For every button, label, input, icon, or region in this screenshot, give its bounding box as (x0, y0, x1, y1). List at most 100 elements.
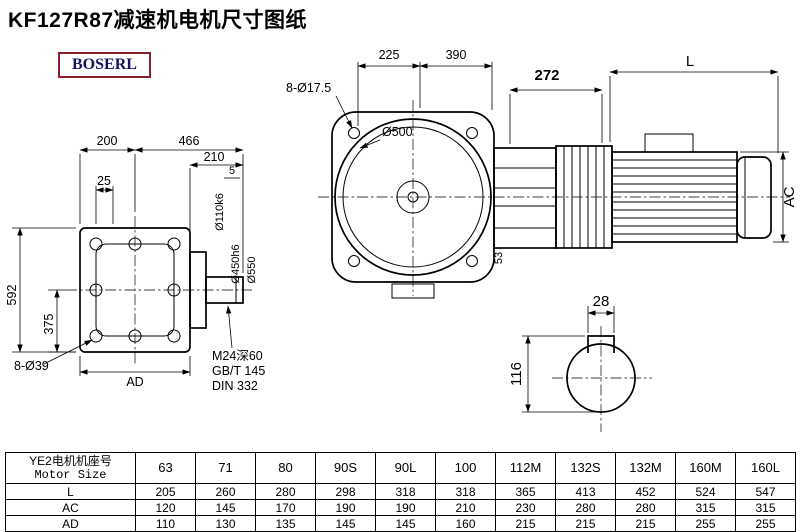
table-cell: 135 (255, 515, 316, 532)
dim-ac: AC (781, 186, 798, 207)
table-cell: 190 (315, 499, 376, 516)
table-cell: 255 (735, 515, 796, 532)
shaft-circle (566, 343, 636, 413)
frame-size: 160M (675, 452, 736, 484)
table-cell: 298 (315, 483, 376, 500)
dim-116: 116 (508, 362, 525, 386)
table-cell: 280 (615, 499, 676, 516)
dim-592: 592 (5, 285, 19, 306)
side-view-dimension-lines (335, 62, 789, 243)
standard-din: DIN 332 (212, 379, 258, 393)
frame-size: 112M (495, 452, 556, 484)
hub-circle (396, 180, 430, 214)
table-cell: 413 (555, 483, 616, 500)
terminal-box (644, 133, 694, 153)
motor-size-header-en: Motor Size (34, 468, 107, 482)
table-cell: 170 (255, 499, 316, 516)
brand-logo: BOSERL (58, 52, 151, 78)
table-cell: 260 (195, 483, 256, 500)
motor-size-header-cn: YE2电机机座号 (29, 454, 112, 468)
dim-53: 53 (493, 252, 505, 264)
table-cell: 110 (135, 515, 196, 532)
table-cell: 230 (495, 499, 556, 516)
dim-dia-500: Ø500 (382, 125, 413, 139)
dim-466: 466 (179, 134, 200, 148)
table-cell: 160 (435, 515, 496, 532)
table-cell: 210 (435, 499, 496, 516)
output-shaft (205, 276, 244, 304)
dim-5: 5 (229, 165, 235, 177)
bolt-holes-front (89, 237, 181, 343)
dim-flange-dia: Ø550 (246, 257, 258, 284)
dim-225: 225 (379, 48, 400, 62)
gearbox-face-plate (95, 243, 175, 337)
dim-holes-175: 8-Ø17.5 (286, 81, 331, 95)
left-view: 200 466 210 5 25 592 375 8-Ø39 AD Ø110k6… (5, 134, 265, 393)
bolt-holes-side (348, 127, 478, 267)
left-view-centerlines (66, 216, 252, 364)
dim-shaft-dia: Ø110k6 (214, 193, 226, 231)
tap-spec: M24深60 (212, 349, 263, 363)
dim-25: 25 (97, 174, 111, 188)
dim-L: L (686, 53, 694, 70)
table-cell: 318 (435, 483, 496, 500)
page-title: KF127R87减速机电机尺寸图纸 (8, 9, 308, 32)
motor-fins (612, 159, 737, 235)
row-label: AC (5, 499, 136, 516)
dim-272: 272 (534, 67, 559, 84)
frame-size: 160L (735, 452, 796, 484)
technical-drawing: 200 466 210 5 25 592 375 8-Ø39 AD Ø110k6… (5, 48, 798, 432)
dim-390: 390 (446, 48, 467, 62)
brand-text: BOSERL (72, 56, 137, 73)
frame-size: 132M (615, 452, 676, 484)
dim-spigot-dia: Ø450h6 (230, 244, 242, 283)
table-cell: 215 (495, 515, 556, 532)
table-cell: 255 (675, 515, 736, 532)
flange-circle-500 (334, 118, 492, 276)
flange-spigot-circle (342, 126, 484, 268)
table-cell: 452 (615, 483, 676, 500)
table-cell: 190 (375, 499, 436, 516)
motor-size-header: YE2电机机座号 Motor Size (5, 452, 136, 484)
table-cell: 145 (375, 515, 436, 532)
dim-key-28: 28 (593, 293, 610, 310)
table-cell: 280 (255, 483, 316, 500)
table-cell: 145 (315, 515, 376, 532)
keyway (587, 335, 615, 353)
table-cell: 145 (195, 499, 256, 516)
table-cell: 130 (195, 515, 256, 532)
table-cell: 315 (675, 499, 736, 516)
table-cell: 318 (375, 483, 436, 500)
frame-size: 63 (135, 452, 196, 484)
table-cell: 205 (135, 483, 196, 500)
bore-circle (407, 191, 419, 203)
table-cell: 547 (735, 483, 796, 500)
table-row-AC: AC 120 145 170 190 190 210 230 280 280 3… (5, 499, 796, 516)
gear-housing (493, 147, 557, 249)
fan-cowl (736, 156, 772, 239)
shaft-dimension-lines (522, 306, 615, 413)
table-row-L: L 205 260 280 298 318 318 365 413 452 52… (5, 483, 796, 500)
dim-ad: AD (126, 375, 143, 389)
housing-foot-detail (391, 283, 435, 299)
gear-housing-lines (494, 167, 556, 229)
frame-size: 100 (435, 452, 496, 484)
table-cell: 120 (135, 499, 196, 516)
table-cell: 524 (675, 483, 736, 500)
dim-holes-39: 8-Ø39 (14, 359, 49, 373)
table-cell: 280 (555, 499, 616, 516)
table-header-row: YE2电机机座号 Motor Size 63 71 80 90S 90L 100… (5, 452, 796, 484)
dimension-table: YE2电机机座号 Motor Size 63 71 80 90S 90L 100… (5, 452, 796, 532)
frame-size: 90L (375, 452, 436, 484)
row-label: L (5, 483, 136, 500)
table-cell: 365 (495, 483, 556, 500)
dim-210: 210 (204, 150, 225, 164)
table-cell: 315 (735, 499, 796, 516)
table-cell: 215 (555, 515, 616, 532)
frame-size: 132S (555, 452, 616, 484)
table-cell: 215 (615, 515, 676, 532)
frame-size: 80 (255, 452, 316, 484)
frame-size: 71 (195, 452, 256, 484)
left-view-dimension-lines (12, 147, 244, 376)
side-view: 8-Ø17.5 225 390 272 L Ø500 53 AC (286, 48, 798, 299)
